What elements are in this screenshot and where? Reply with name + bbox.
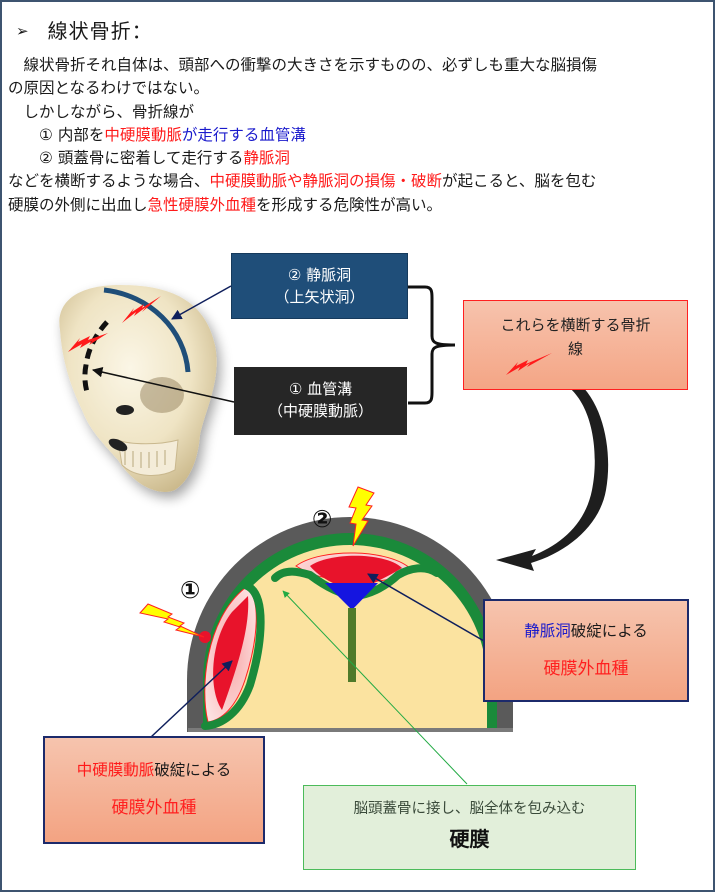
para-item-1: ① 内部を中硬膜動脈が走行する血管溝 — [8, 124, 708, 147]
section-title-text: 線状骨折： — [47, 19, 153, 43]
skull-cross-section — [187, 517, 513, 732]
line6-suffix: が起こると、脳を包む — [442, 172, 597, 191]
arterial-pointer-arrow — [150, 660, 233, 738]
item2-prefix: ② 頭蓋骨に密着して走行する — [8, 149, 244, 168]
line7-prefix: 硬膜の外側に出血し — [8, 195, 148, 214]
vascular-groove-box: ① 血管溝 （中硬膜動脈） — [234, 367, 407, 435]
superior-sagittal-sinus-arc — [103, 287, 191, 373]
dura-mater-label: 硬膜 — [449, 827, 490, 851]
marker-2: ② — [312, 505, 333, 533]
curved-flow-arrow — [496, 372, 609, 571]
fracture-line-label: これらを横断する骨折 — [500, 316, 651, 334]
epidural-hematoma-label: 硬膜外血種 — [543, 659, 629, 679]
para-line-3: しかしながら、骨折線が — [8, 102, 195, 121]
para-line-1: 線状骨折それ自体は、頭部への衝撃の大きさを示すものの、必ずしも重大な脳損傷 — [8, 56, 598, 74]
dura-pointer-arrow — [282, 590, 468, 785]
venous-sinus-box: ② 静脈洞 （上矢状洞） — [231, 253, 408, 319]
para-line-6: などを横断するような場合、中硬膜動脈や静脈洞の損傷・破断が起こると、脳を包む — [8, 170, 708, 193]
middle-meningeal-artery-term: 中硬膜動脈 — [76, 761, 155, 779]
dura-description: 脳頭蓋骨に接し、脳全体を包み込む — [353, 801, 586, 817]
rupture-caused-text: 破綻による — [570, 622, 648, 640]
impact-bolt-icon — [139, 603, 205, 638]
venous-hematoma-box: 静脈洞破綻による 硬膜外血種 — [483, 599, 689, 702]
sagittal-sinus-triangle — [325, 583, 378, 610]
vascular-groove-label: ① 血管溝 — [288, 380, 353, 398]
fracture-line-box: これらを横断する骨折 線 — [463, 300, 688, 390]
venous-sinus-sublabel: （上矢状洞） — [274, 288, 365, 306]
impact-bolt-icon — [348, 486, 375, 547]
marker-1: ① — [180, 576, 201, 604]
item1-artery: 中硬膜動脈 — [104, 125, 182, 144]
para-item-2: ② 頭蓋骨に密着して走行する静脈洞 — [8, 147, 708, 170]
dura-mater-box: 脳頭蓋骨に接し、脳全体を包み込む 硬膜 — [303, 785, 636, 870]
arterial-hematoma-box: 中硬膜動脈破綻による 硬膜外血種 — [43, 736, 265, 844]
para-line-2: の原因となるわけではない。 — [8, 79, 210, 98]
line6-prefix: などを横断するような場合、 — [8, 172, 210, 191]
item1-groove: が走行する血管溝 — [181, 125, 306, 144]
fracture-line-icon — [122, 296, 161, 323]
venous-sinus-term: 静脈洞 — [524, 622, 571, 640]
skull-image — [59, 285, 217, 492]
fracture-line-icon — [68, 333, 108, 352]
falx — [348, 608, 356, 682]
fracture-line-icon — [506, 353, 552, 375]
rupture-caused-text: 破綻による — [154, 761, 232, 779]
vascular-groove-sublabel: （中硬膜動脈） — [267, 402, 373, 420]
line7-highlight: 急性硬膜外血種 — [147, 195, 257, 214]
line6-highlight: 中硬膜動脈や静脈洞の損傷・破断 — [209, 172, 443, 191]
line7-suffix: を形成する危険性が高い。 — [256, 195, 443, 214]
para-line-7: 硬膜の外側に出血し急性硬膜外血種を形成する危険性が高い。 — [8, 194, 708, 217]
sinus-pointer-arrow — [171, 285, 232, 320]
description-paragraph: 線状骨折それ自体は、頭部への衝撃の大きさを示すものの、必ずしも重大な脳損傷 の原… — [8, 54, 708, 217]
fracture-line-label-cont: 線 — [567, 340, 583, 358]
arrowhead-bullet-icon: ➢ — [16, 22, 30, 40]
item1-prefix: ① 内部を — [8, 125, 105, 144]
grouping-brace — [408, 285, 456, 405]
venous-sinus-label: ② 静脈洞 — [287, 266, 352, 284]
epidural-hematoma-label: 硬膜外血種 — [111, 798, 197, 818]
item2-sinus: 静脈洞 — [243, 149, 290, 168]
section-title: ➢ 線状骨折： — [16, 15, 153, 44]
middle-meningeal-groove-dashes — [82, 320, 109, 393]
groove-pointer-arrow — [91, 366, 235, 403]
venous-pointer-arrow — [367, 573, 485, 642]
